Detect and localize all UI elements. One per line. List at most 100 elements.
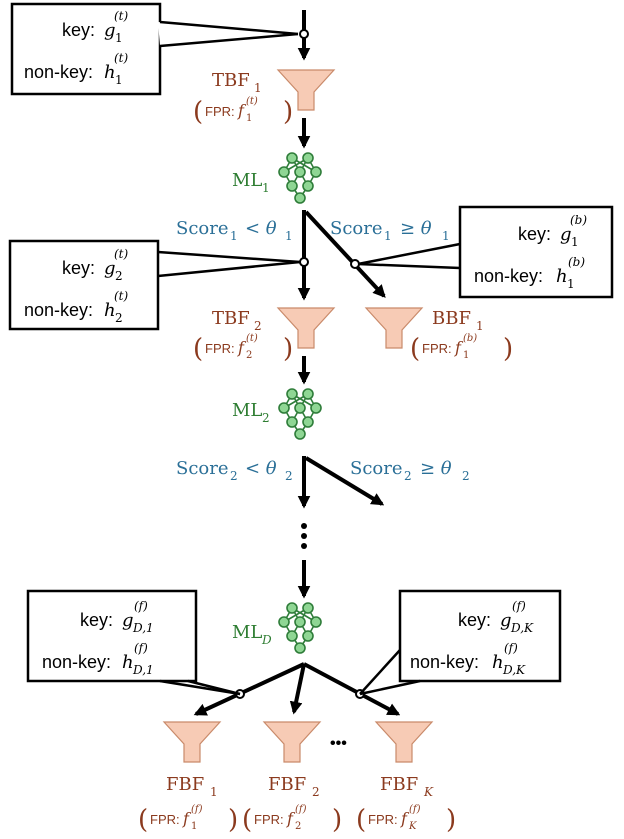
svg-text:TBF: TBF <box>212 308 250 329</box>
svg-text:(f): (f) <box>295 804 307 815</box>
svg-text:1: 1 <box>384 229 392 243</box>
svg-text:(t): (t) <box>114 247 129 261</box>
svg-text:1: 1 <box>571 235 579 249</box>
arrow-mlD-fbfK <box>303 662 401 716</box>
svg-text:f: f <box>237 338 247 357</box>
svg-text:D,1: D,1 <box>132 621 154 635</box>
svg-text:FPR:: FPR: <box>422 341 452 356</box>
ml2-label: ML 2 <box>232 400 270 425</box>
svg-text:(f): (f) <box>134 641 148 655</box>
svg-text:h: h <box>556 266 568 287</box>
branch2-left-label: Score 2 < θ 2 <box>176 458 293 483</box>
svg-text:g: g <box>104 258 116 279</box>
svg-text:(t): (t) <box>246 96 258 107</box>
tbf1-callout: key: g 1 (t) non-key: h 1 (t) <box>10 2 299 96</box>
svg-text:Score: Score <box>176 458 229 479</box>
svg-text:ML: ML <box>232 170 262 191</box>
svg-text:f: f <box>182 809 192 828</box>
svg-text:1: 1 <box>463 350 469 361</box>
svg-text:2: 2 <box>254 319 262 333</box>
svg-text:Score: Score <box>176 218 229 239</box>
svg-text:f: f <box>400 809 410 828</box>
svg-text:D,K: D,K <box>502 663 526 677</box>
vertical-ellipsis <box>301 523 307 549</box>
svg-text:FBF: FBF <box>380 774 418 795</box>
svg-text:1: 1 <box>210 785 218 799</box>
svg-text:ML: ML <box>232 622 262 643</box>
svg-text:2: 2 <box>230 469 238 483</box>
arrow-ml1-bbf1 <box>304 210 386 298</box>
svg-text:K: K <box>423 785 434 799</box>
ml1-label: ML 1 <box>232 170 270 195</box>
arrow-mlD-fbf1 <box>193 662 305 716</box>
branch2-right-label: Score 2 ≥ θ 2 <box>350 458 470 483</box>
tbf1-key-sup: (t) <box>114 9 129 23</box>
svg-text:FPR:: FPR: <box>205 341 235 356</box>
svg-text:f: f <box>454 338 464 357</box>
svg-text:(f): (f) <box>512 599 526 613</box>
tbf2-funnel-icon <box>276 307 336 349</box>
tbf1-funnel-icon <box>276 69 336 111</box>
svg-text:h: h <box>104 300 116 321</box>
svg-text:(b): (b) <box>463 333 477 344</box>
svg-text:f: f <box>237 101 247 120</box>
svg-text:1: 1 <box>567 277 575 291</box>
svg-text:FPR:: FPR: <box>205 104 235 119</box>
svg-text:): ) <box>446 805 456 835</box>
svg-text:h: h <box>492 652 504 673</box>
svg-text:Score: Score <box>330 218 383 239</box>
final-left-callout: key: g D,1 (f) non-key: h D,1 (f) <box>26 589 241 696</box>
svg-text:(b): (b) <box>568 255 585 269</box>
svg-text:1: 1 <box>285 229 293 243</box>
svg-text:1: 1 <box>230 229 238 243</box>
bbf1-label: BBF 1 ( FPR: f 1 (b) ) <box>410 308 513 364</box>
svg-text:1: 1 <box>254 81 262 95</box>
svg-text:< θ: < θ <box>245 218 277 239</box>
svg-text:h: h <box>122 652 134 673</box>
split-point-3 <box>350 259 360 269</box>
arrow-mlD-fbf2 <box>289 663 306 715</box>
tbf1-nonkey-sub: 1 <box>115 73 123 87</box>
arrow-ml2-right <box>304 456 385 506</box>
bbf1-callout: key: g 1 (b) non-key: h 1 (b) <box>357 205 614 299</box>
fbf2-label: FBF 2 ( FPR: f 2 (f) ) <box>242 774 342 835</box>
svg-text:(f): (f) <box>191 804 203 815</box>
branch1-left-label: Score 1 < θ 1 <box>176 218 293 243</box>
svg-text:(f): (f) <box>504 641 518 655</box>
svg-text:key:: key: <box>80 610 113 630</box>
svg-text:FBF: FBF <box>268 774 306 795</box>
svg-text:2: 2 <box>262 411 270 425</box>
svg-text:g: g <box>560 224 572 245</box>
svg-text:(: ( <box>138 805 148 835</box>
svg-text:D: D <box>261 633 272 647</box>
svg-text:key:: key: <box>62 258 95 278</box>
svg-text:f: f <box>286 809 296 828</box>
svg-text:1: 1 <box>476 319 484 333</box>
svg-text:BBF: BBF <box>432 308 471 329</box>
svg-text:1: 1 <box>442 229 450 243</box>
svg-text:(t): (t) <box>246 333 258 344</box>
horizontal-ellipsis: ••• <box>330 735 347 752</box>
svg-text:g: g <box>122 610 134 631</box>
mlD-label: ML D <box>232 622 272 647</box>
svg-text:): ) <box>283 97 293 127</box>
svg-text:(: ( <box>193 334 203 364</box>
svg-text:≥ θ: ≥ θ <box>420 458 452 479</box>
svg-text:(f): (f) <box>134 599 148 613</box>
svg-text:1: 1 <box>262 181 270 195</box>
tbf1-key-var: g <box>104 20 116 41</box>
svg-text:< θ: < θ <box>245 458 277 479</box>
svg-text:(: ( <box>356 805 366 835</box>
svg-text:2: 2 <box>115 311 123 325</box>
svg-text:D,K: D,K <box>510 621 534 635</box>
tbf1-label: TBF 1 ( FPR: f 1 (t) ) <box>193 70 293 127</box>
svg-text:2: 2 <box>312 785 320 799</box>
svg-text:(: ( <box>193 97 203 127</box>
svg-text:ML: ML <box>232 400 262 421</box>
svg-text:(: ( <box>410 334 420 364</box>
ml2-network-icon <box>278 388 322 440</box>
svg-text:K: K <box>408 821 417 832</box>
svg-text:2: 2 <box>404 469 412 483</box>
svg-text:): ) <box>228 805 238 835</box>
svg-text:): ) <box>332 805 342 835</box>
